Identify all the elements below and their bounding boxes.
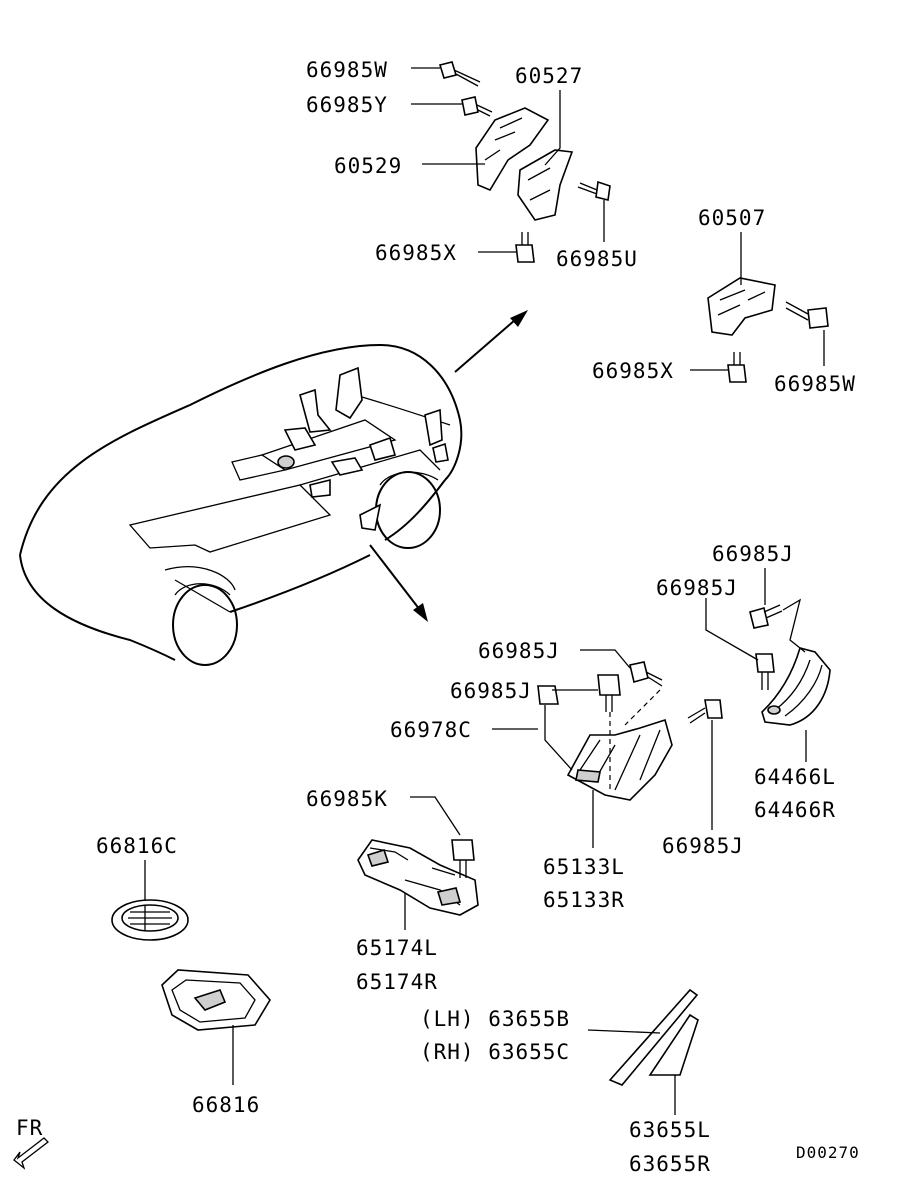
nut-66978C-icon [537, 685, 559, 705]
label-63655C: (RH) 63655C [420, 1040, 570, 1064]
trim-63655B-icon [608, 988, 699, 1086]
bracket-64466-icon [761, 647, 831, 726]
label-66985W-right: 66985W [774, 372, 856, 396]
label-66985X-right: 66985X [592, 359, 674, 383]
label-66985J-a: 66985J [712, 542, 794, 566]
label-64466R: 64466R [754, 798, 836, 822]
label-65174L: 65174L [356, 936, 438, 960]
label-64466L: 64466L [754, 765, 836, 789]
bolt-66985Y-icon [461, 96, 493, 117]
bolt-66985U-icon [577, 180, 611, 201]
bracket-group-top [411, 61, 611, 263]
label-65133L: 65133L [543, 855, 625, 879]
bolt-66985J-e-icon [687, 699, 723, 724]
diagram-code: D00270 [796, 1143, 860, 1162]
bracket-65133-icon [566, 718, 673, 801]
label-66985X-top: 66985X [375, 241, 457, 265]
car-body-illustration [19, 343, 463, 666]
bracket-group-middle [492, 568, 831, 848]
label-fr: FR [16, 1116, 43, 1140]
label-65174R: 65174R [356, 970, 438, 994]
bolt-66985W-right-icon [785, 301, 829, 329]
label-66978C: 66978C [390, 718, 472, 742]
plug-group [111, 860, 271, 1085]
bolt-66985W-top-icon [438, 61, 481, 87]
plug-66816C-icon [111, 899, 189, 941]
label-66985U: 66985U [556, 247, 638, 271]
label-66985W-top: 66985W [306, 58, 388, 82]
cover-66816-icon [161, 969, 271, 1031]
label-66985K: 66985K [306, 787, 388, 811]
bolt-66985J-b-icon [755, 653, 775, 690]
label-63655L: 63655L [629, 1118, 711, 1142]
bolt-66985J-c-icon [629, 661, 663, 687]
bracket-60507-icon [707, 277, 776, 336]
trim-63655-group [587, 988, 699, 1115]
bracket-60529-icon [475, 107, 550, 192]
bracket-group-right [690, 232, 829, 383]
front-direction-indicator [13, 1137, 49, 1170]
label-66985J-b: 66985J [656, 576, 738, 600]
bolt-66985K-icon [451, 839, 475, 878]
label-66816: 66816 [192, 1093, 260, 1117]
bolt-66985X-top-icon [515, 232, 535, 263]
bolt-66985J-d-icon [597, 674, 621, 712]
bracket-group-65174 [357, 796, 479, 930]
label-66985J-c: 66985J [478, 639, 560, 663]
label-60507: 60507 [698, 206, 766, 230]
label-63655B: (LH) 63655B [420, 1007, 570, 1031]
bracket-60527-icon [517, 149, 574, 221]
label-60527: 60527 [515, 64, 583, 88]
label-66985J-d: 66985J [450, 679, 532, 703]
label-65133R: 65133R [543, 888, 625, 912]
label-66985J-e: 66985J [662, 834, 744, 858]
bolt-66985J-a-icon [749, 604, 783, 629]
label-66816C: 66816C [96, 834, 178, 858]
trim-63655C-icon [648, 1013, 699, 1076]
part-labels: 66985W 66985Y 60527 60529 66985X 66985U … [16, 58, 860, 1176]
callout-arrows [369, 310, 528, 622]
label-60529: 60529 [334, 154, 402, 178]
label-66985Y: 66985Y [306, 93, 388, 117]
label-63655R: 63655R [629, 1152, 711, 1176]
bolt-66985X-right-icon [727, 352, 747, 383]
